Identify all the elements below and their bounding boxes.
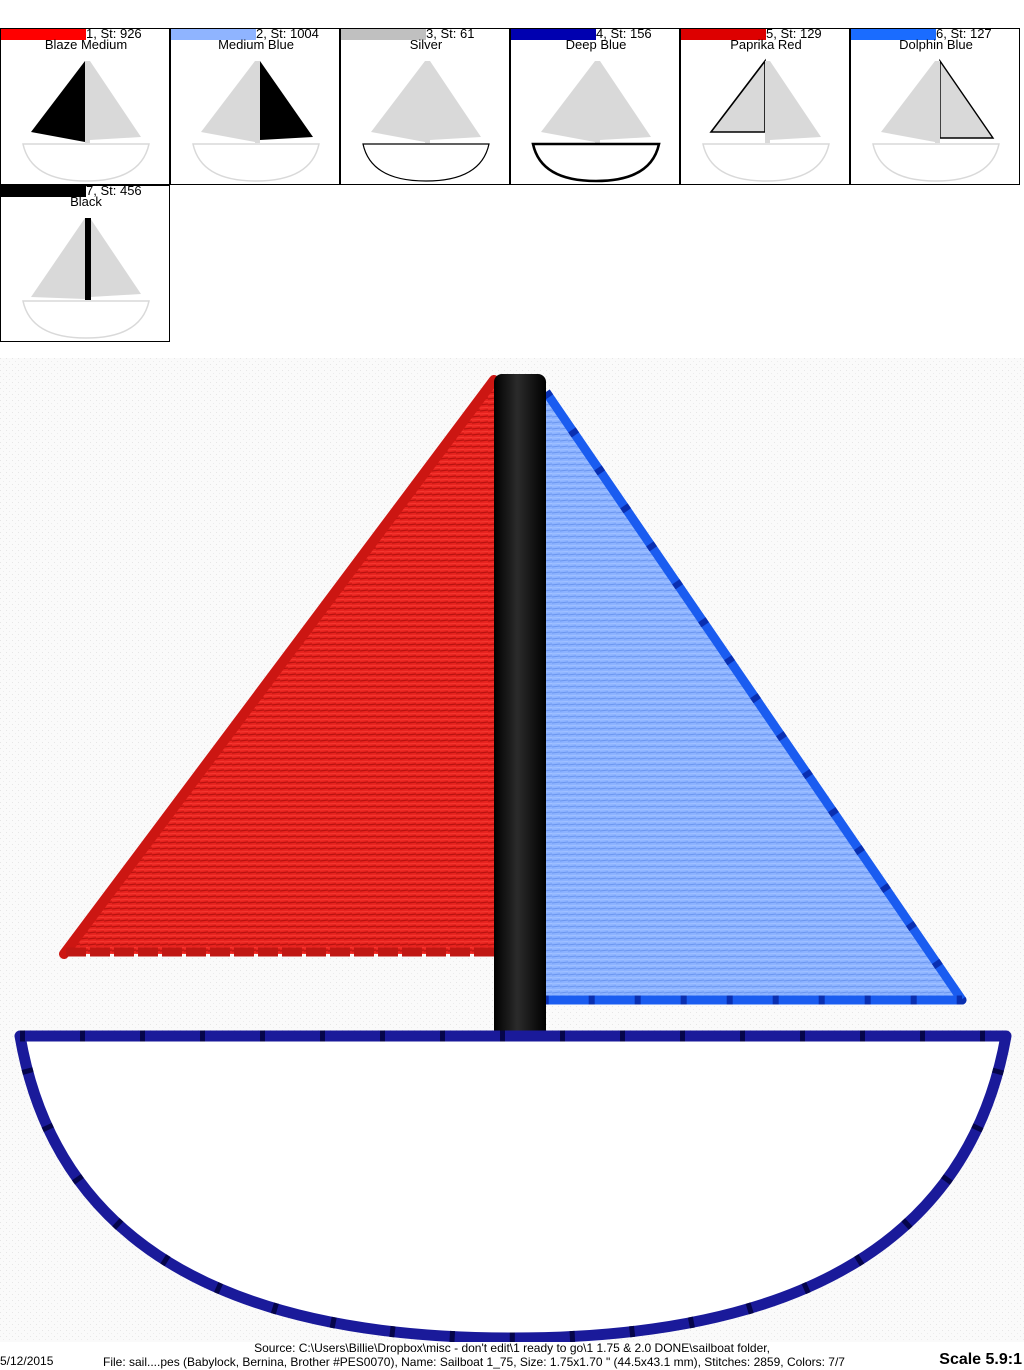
swatch-color-bar xyxy=(341,29,426,40)
swatch-number: 1, St: 926 xyxy=(86,28,142,41)
swatch-preview-1 xyxy=(22,61,150,182)
right-sail xyxy=(90,218,141,297)
swatch-color-name: Paprika Red xyxy=(730,37,802,52)
right-sail xyxy=(770,61,821,140)
mast xyxy=(765,61,770,143)
swatch-6: 6, St: 127 Dolphin Blue xyxy=(850,28,1020,185)
mast xyxy=(85,218,91,300)
footer-source-path: Source: C:\Users\Billie\Dropbox\misc - d… xyxy=(254,1341,770,1355)
swatch-color-name: Blaze Medium xyxy=(44,37,128,52)
left-sail xyxy=(371,61,425,142)
mast xyxy=(935,61,940,143)
swatch-preview-4 xyxy=(531,61,661,183)
swatch-color-bar xyxy=(511,29,596,40)
footer-file-info: File: sail....pes (Babylock, Bernina, Br… xyxy=(103,1355,845,1369)
swatch-preview-2 xyxy=(192,61,320,182)
right-sail xyxy=(430,61,481,140)
swatch-2: 2, St: 1004 Medium Blue xyxy=(170,28,340,185)
left-sail-outline xyxy=(59,375,499,959)
swatch-number: 4, St: 156 xyxy=(596,28,652,41)
hull xyxy=(192,143,320,182)
swatch-4: 4, St: 156 Deep Blue xyxy=(510,28,680,185)
swatch-number: 7, St: 456 xyxy=(86,185,142,198)
left-sail xyxy=(709,58,766,133)
hull xyxy=(22,143,150,182)
swatch-7: 7, St: 456 Black xyxy=(0,185,170,342)
swatch-color-name: Silver xyxy=(409,37,443,52)
swatch-number: 6, St: 127 xyxy=(936,28,992,41)
swatch-number: 3, St: 61 xyxy=(426,28,475,41)
right-sail xyxy=(600,61,651,140)
hull-fill xyxy=(20,1036,1006,1338)
hull-outline-stitch xyxy=(13,1030,1013,1342)
right-sail xyxy=(260,61,313,140)
swatch-color-bar xyxy=(1,29,86,40)
swatch-color-bar xyxy=(681,29,766,40)
hull xyxy=(362,143,490,182)
right-sail xyxy=(939,58,995,139)
footer-scale: Scale 5.9:1 xyxy=(939,1351,1022,1368)
swatch-preview-6 xyxy=(872,58,1000,182)
right-sail-outline-stitch xyxy=(542,389,967,1005)
swatch-color-name: Black xyxy=(70,194,102,209)
hull xyxy=(872,143,1000,182)
swatch-1: 1, St: 926 Blaze Medium xyxy=(0,28,170,185)
mast xyxy=(494,374,546,1042)
left-sail xyxy=(201,61,255,142)
mast xyxy=(85,61,90,143)
mast xyxy=(255,61,260,143)
swatch-preview-5 xyxy=(702,58,830,182)
swatch-number: 2, St: 1004 xyxy=(256,28,319,41)
footer-date: 5/12/2015 xyxy=(0,1354,54,1368)
swatch-5: 5, St: 129 Paprika Red xyxy=(680,28,850,185)
swatch-color-bar xyxy=(171,29,256,40)
swatch-preview-7 xyxy=(22,218,150,339)
hull xyxy=(702,143,830,182)
left-sail xyxy=(881,61,935,142)
color-swatch-grid: 1, St: 926 Blaze Medium 2, St: 1004 Medi… xyxy=(0,28,1022,344)
right-sail xyxy=(90,61,141,140)
swatch-color-name: Deep Blue xyxy=(565,37,627,52)
left-sail xyxy=(31,218,85,299)
mast xyxy=(595,61,600,143)
left-sail xyxy=(541,61,595,142)
swatch-3: 3, St: 61 Silver xyxy=(340,28,510,185)
swatch-color-bar xyxy=(851,29,936,40)
mast xyxy=(425,61,430,143)
hull xyxy=(22,300,150,339)
sailboat-embroidery-preview xyxy=(0,358,1024,1342)
swatch-preview-3 xyxy=(362,61,490,182)
left-sail xyxy=(31,61,85,142)
hull xyxy=(531,142,661,183)
swatch-color-name: Medium Blue xyxy=(218,37,294,52)
swatch-color-bar xyxy=(1,186,86,197)
swatch-number: 5, St: 129 xyxy=(766,28,822,41)
swatch-color-name: Dolphin Blue xyxy=(899,37,973,52)
